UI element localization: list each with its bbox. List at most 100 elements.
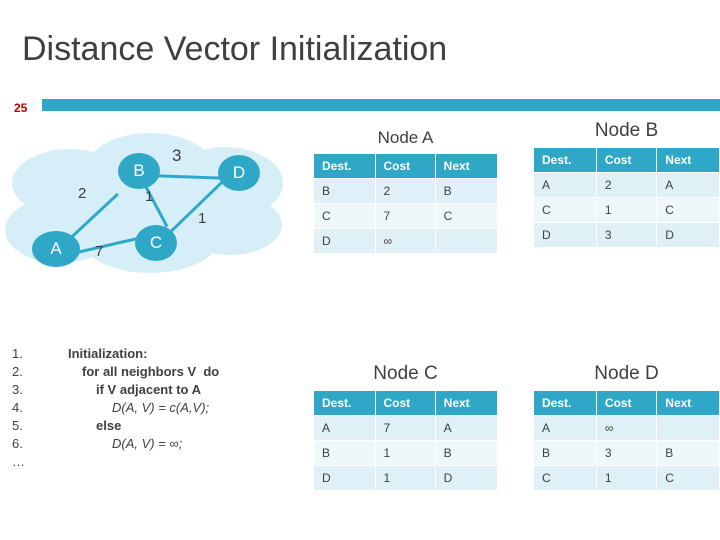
algorithm-line: 5. else (12, 417, 302, 435)
graph-node-a: A (32, 231, 80, 267)
table-header-row: Dest. Cost Next (313, 153, 499, 179)
cell-cost: 1 (595, 197, 658, 223)
column-header-dest: Dest. (533, 147, 597, 173)
cell-next: B (434, 440, 499, 466)
cell-next: D (656, 222, 720, 248)
table-row: A 2 A (533, 172, 720, 198)
cell-dest: B (533, 440, 597, 466)
routing-table-node-d: Node D Dest. Cost Next A ∞ B 3 B C 1 C (533, 363, 720, 491)
table-title: Node D (594, 363, 659, 384)
slide-number: 25 (14, 101, 28, 115)
column-header-next: Next (434, 153, 499, 179)
graph-node-d: D (218, 155, 260, 191)
cell-next: B (434, 178, 499, 204)
cell-next: D (434, 465, 499, 491)
column-header-cost: Cost (595, 147, 658, 173)
algorithm-line-text: if V adjacent to A (96, 382, 201, 397)
graph-node-b: B (118, 153, 160, 189)
algorithm-line-text: Initialization: (68, 346, 148, 361)
algorithm-line: … (12, 453, 302, 471)
title-divider (42, 99, 720, 111)
algorithm-line: 4. D(A, V) = c(A,V); (12, 399, 302, 417)
table-header-row: Dest. Cost Next (313, 390, 499, 416)
cell-next: C (656, 197, 720, 223)
column-header-next: Next (656, 147, 720, 173)
column-header-dest: Dest. (533, 390, 597, 416)
algorithm-line-text: else (96, 418, 122, 433)
algorithm-line: 2. for all neighbors V do (12, 363, 302, 381)
cell-next: A (434, 415, 499, 441)
column-header-next: Next (434, 390, 499, 416)
graph-node-d-label: D (232, 163, 246, 182)
table-title: Node A (377, 128, 434, 147)
graph-node-b-label: B (133, 161, 145, 180)
column-header-dest: Dest. (313, 153, 376, 179)
cell-next: C (434, 203, 499, 229)
table-row: C 7 C (313, 203, 499, 229)
column-header-cost: Cost (595, 390, 658, 416)
graph-node-c: C (135, 225, 177, 261)
cell-dest: B (313, 178, 376, 204)
column-header-cost: Cost (374, 390, 436, 416)
edge-label-b-c: 1 (145, 188, 154, 205)
graph-node-c-label: C (149, 233, 163, 252)
cell-dest: C (533, 197, 597, 223)
graph-node-a-label: A (50, 239, 62, 258)
column-header-cost: Cost (374, 153, 436, 179)
column-header-dest: Dest. (313, 390, 376, 416)
algorithm-block: 1. Initialization: 2. for all neighbors … (12, 345, 302, 471)
cell-cost: 1 (595, 465, 658, 491)
cell-dest: A (313, 415, 376, 441)
cell-dest: B (313, 440, 376, 466)
routing-table-node-c: Node C Dest. Cost Next A 7 A B 1 B D 1 D (313, 363, 499, 491)
algorithm-line-number: 2. (12, 364, 23, 379)
algorithm-line: 3. if V adjacent to A (12, 381, 302, 399)
cell-cost: 3 (595, 222, 658, 248)
cell-cost: 1 (374, 465, 436, 491)
cell-cost: ∞ (595, 415, 658, 441)
routing-table-node-b: Node B Dest. Cost Next A 2 A C 1 C D 3 D (533, 120, 720, 248)
edge-label-a-c: 7 (95, 243, 104, 260)
cell-dest: C (533, 465, 597, 491)
algorithm-line: 1. Initialization: (12, 345, 302, 363)
algorithm-line-text: D(A, V) = ∞; (112, 436, 183, 451)
table-row: A 7 A (313, 415, 499, 441)
cell-cost: ∞ (374, 228, 436, 254)
table-row: D 3 D (533, 222, 720, 248)
algorithm-line-text: D(A, V) = c(A,V); (112, 400, 210, 415)
cell-dest: D (313, 465, 376, 491)
algorithm-line-number: 1. (12, 346, 23, 361)
column-header-next: Next (656, 390, 720, 416)
cell-next: A (656, 172, 720, 198)
table-row: B 3 B (533, 440, 720, 466)
cell-dest: A (533, 172, 597, 198)
network-diagram: B D C A 2 3 1 1 7 (0, 125, 300, 285)
algorithm-line: 6. D(A, V) = ∞; (12, 435, 302, 453)
cell-dest: D (533, 222, 597, 248)
table-title: Node C (373, 363, 438, 384)
cell-cost: 1 (374, 440, 436, 466)
page-title: Distance Vector Initialization (22, 30, 448, 68)
algorithm-line-number: 5. (12, 418, 23, 433)
algorithm-line-number: … (12, 454, 25, 469)
table-title: Node B (594, 120, 659, 141)
cell-next (434, 228, 499, 254)
table-row: C 1 C (533, 465, 720, 491)
table-row: D ∞ (313, 228, 499, 254)
cell-next: C (656, 465, 720, 491)
table-row: D 1 D (313, 465, 499, 491)
cell-cost: 3 (595, 440, 658, 466)
edge-label-c-d: 1 (198, 210, 207, 227)
table-row: B 2 B (313, 178, 499, 204)
cell-cost: 7 (374, 415, 436, 441)
table-header-row: Dest. Cost Next (533, 390, 720, 416)
cell-cost: 7 (374, 203, 436, 229)
cell-next: B (656, 440, 720, 466)
algorithm-line-text: for all neighbors V do (82, 364, 220, 379)
algorithm-line-number: 4. (12, 400, 23, 415)
table-row: A ∞ (533, 415, 720, 441)
cell-dest: A (533, 415, 597, 441)
edge-label-a-b: 2 (78, 185, 87, 202)
cloud-shape-icon (5, 133, 283, 273)
routing-table-node-a: Node A Dest. Cost Next B 2 B C 7 C D ∞ (313, 128, 499, 254)
